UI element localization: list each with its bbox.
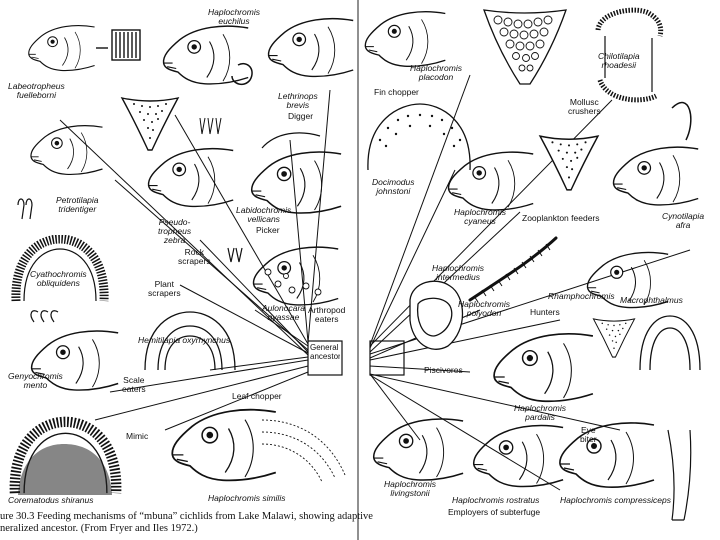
label-rhamphochromis: Rhamphochromis — [548, 291, 615, 301]
label-hemitilapia: Hemitilapia oxyrhynchus — [138, 335, 231, 345]
label-corematodus: Corematodus shiranus — [8, 495, 94, 505]
label-mimic: Mimic — [126, 431, 149, 441]
label-digger: Digger — [288, 111, 314, 121]
label-rostratus: Haplochromis rostratus — [452, 495, 540, 505]
label-macrophthalmus: Macrophthalmus — [620, 295, 683, 305]
caption-line-1: ure 30.3 Feeding mechanisms of “mbuna” c… — [0, 511, 373, 522]
label-similis: Haplochromis similis — [208, 493, 286, 503]
figure-caption: ure 30.3 Feeding mechanisms of “mbuna” c… — [0, 511, 373, 535]
label-compressiceps: Haplochromis compressiceps — [560, 495, 672, 505]
label-employers: Employers of subterfuge — [448, 507, 541, 517]
caption-line-2: neralized ancestor. (From Fryer and Iles… — [0, 523, 198, 534]
label-zooplankton: Zooplankton feeders — [522, 213, 600, 223]
label-piscivores: Piscivores — [424, 365, 463, 375]
general-ancestor-label: General ancestor — [310, 343, 340, 361]
label-fin-chopper: Fin chopper — [374, 87, 419, 97]
label-leaf-chopper: Leaf chopper — [232, 391, 282, 401]
label-hunters: Hunters — [530, 307, 560, 317]
label-picker: Picker — [256, 225, 280, 235]
